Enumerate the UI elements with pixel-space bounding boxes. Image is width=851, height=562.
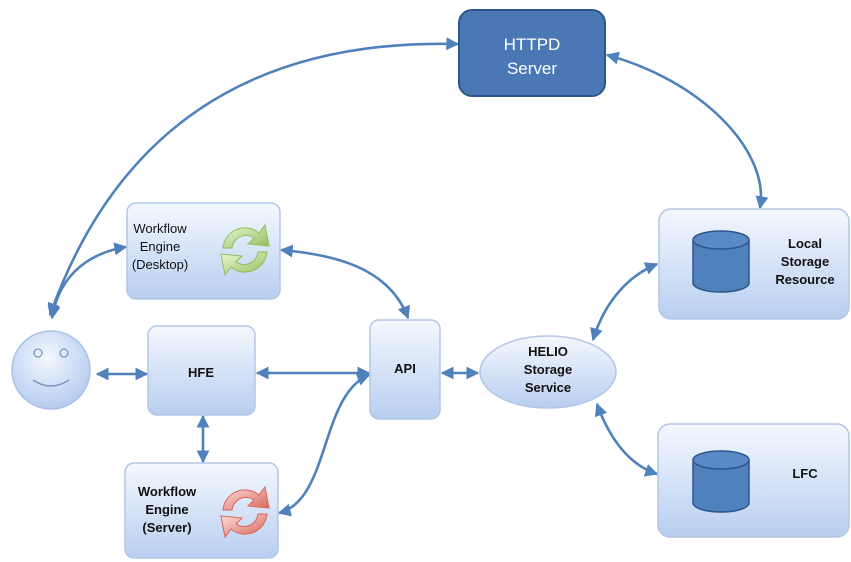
helio-line2: Storage <box>524 362 572 377</box>
workflow-desktop-line3: (Desktop) <box>132 257 188 272</box>
hfe-node: HFE <box>147 325 256 416</box>
red-cycle-icon <box>220 485 270 539</box>
httpd-label-line2: Server <box>507 59 557 78</box>
local-storage-line1: Local <box>788 236 822 251</box>
smiley-face-icon <box>32 348 70 387</box>
api-label: API <box>394 361 416 376</box>
connector-workflow-desktop-api <box>279 244 410 320</box>
connector-workflow-server-api <box>277 373 371 517</box>
connector-user-httpd <box>47 37 460 317</box>
connector-user-workflow-desktop <box>47 242 128 320</box>
workflow-desktop-line1: Workflow <box>133 221 187 236</box>
workflow-server-line2: Engine <box>145 502 188 517</box>
connector-helio-lfc <box>594 402 659 477</box>
helio-line3: Service <box>525 380 571 395</box>
local-storage-line2: Storage <box>781 254 829 269</box>
connector-httpd-local-storage <box>605 51 769 210</box>
green-cycle-icon <box>220 223 270 277</box>
httpd-label-line1: HTTPD <box>504 35 561 54</box>
database-cylinder-icon <box>692 450 750 513</box>
local-storage-line3: Resource <box>775 272 834 287</box>
lfc-label: LFC <box>792 466 818 481</box>
workflow-engine-server-node: Workflow Engine (Server) <box>124 462 279 559</box>
helio-line1: HELIO <box>528 344 568 359</box>
workflow-server-line1: Workflow <box>138 484 197 499</box>
api-node: API <box>369 319 441 420</box>
user-node <box>11 330 91 410</box>
lfc-node: LFC <box>657 423 850 538</box>
helio-storage-service-node: HELIO Storage Service <box>479 335 617 409</box>
local-storage-resource-node: Local Storage Resource <box>658 208 850 320</box>
connector-helio-local-storage <box>590 262 659 342</box>
hfe-label: HFE <box>188 365 214 380</box>
workflow-engine-desktop-node: Workflow Engine (Desktop) <box>126 202 281 300</box>
connectors <box>47 37 769 517</box>
workflow-server-line3: (Server) <box>142 520 191 535</box>
httpd-server-node: HTTPD Server <box>458 9 606 97</box>
workflow-desktop-line2: Engine <box>140 239 180 254</box>
database-cylinder-icon <box>692 230 750 293</box>
